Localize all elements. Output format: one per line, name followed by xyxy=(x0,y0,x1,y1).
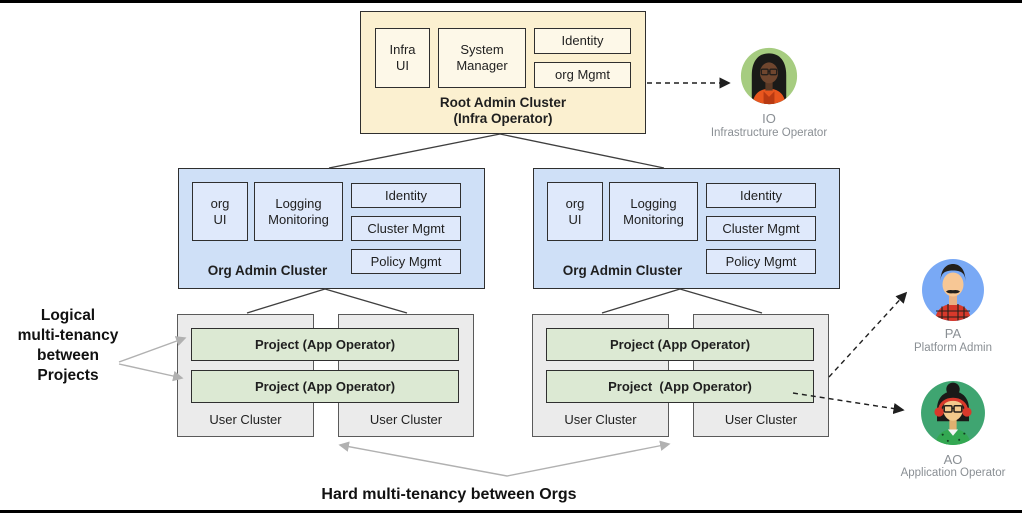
org-admin-cluster-box-right: org UI Logging Monitoring Identity Clust… xyxy=(533,168,840,289)
identity-chip: Identity xyxy=(534,28,631,54)
ao-initials: AO xyxy=(943,452,963,467)
root-admin-cluster-box: Infra UI System Manager Identity org Mgm… xyxy=(360,11,646,134)
connector-right-org-to-user-b xyxy=(679,288,763,314)
ao-avatar xyxy=(920,380,986,446)
connector-root-to-left-org xyxy=(328,133,501,169)
user-cluster-group-left: User Cluster User Cluster Project (App O… xyxy=(177,314,474,437)
pa-avatar-icon xyxy=(922,259,984,321)
infra-ui-chip: Infra UI xyxy=(375,28,430,88)
org-admin-cluster-title: Org Admin Cluster xyxy=(562,263,683,278)
user-cluster-group-right: User Cluster User Cluster Project (App O… xyxy=(532,314,829,437)
hard-multi-tenancy-note: Hard multi-tenancy between Orgs xyxy=(321,486,577,503)
project-bar: Project (App Operator) xyxy=(191,370,459,403)
identity-chip: Identity xyxy=(351,183,461,208)
connector-left-org-to-user-b xyxy=(324,288,408,314)
pa-initials: PA xyxy=(944,326,962,341)
bottom-border-bar xyxy=(0,510,1022,513)
identity-chip: Identity xyxy=(706,183,816,208)
user-cluster-label: User Cluster xyxy=(369,412,443,427)
pa-role: Platform Admin xyxy=(914,342,992,354)
top-border-bar xyxy=(0,0,1022,3)
connector-root-to-right-org xyxy=(499,133,665,169)
project-bar: Project (App Operator) xyxy=(191,328,459,361)
ao-role: Application Operator xyxy=(900,467,1006,479)
logical-multi-tenancy-note: Logical multi-tenancy between Projects xyxy=(17,307,119,384)
cluster-mgmt-chip: Cluster Mgmt xyxy=(351,216,461,241)
org-ui-chip: org UI xyxy=(547,182,603,241)
io-avatar xyxy=(740,47,798,105)
org-admin-cluster-box-left: org UI Logging Monitoring Identity Clust… xyxy=(178,168,485,289)
io-avatar-icon xyxy=(740,47,798,105)
arrow-hard-tenancy-between-orgs xyxy=(338,440,671,477)
user-cluster-label: User Cluster xyxy=(564,412,637,427)
system-manager-chip: System Manager xyxy=(438,28,526,88)
pa-avatar xyxy=(921,258,985,322)
org-mgmt-chip: org Mgmt xyxy=(534,62,631,88)
io-role: Infrastructure Operator xyxy=(710,127,828,139)
root-admin-cluster-title: Root Admin Cluster (Infra Operator) xyxy=(439,95,567,126)
policy-mgmt-chip: Policy Mgmt xyxy=(351,249,461,274)
user-cluster-label: User Cluster xyxy=(209,412,282,427)
connector-left-org-to-user-a xyxy=(246,288,326,314)
org-admin-cluster-title: Org Admin Cluster xyxy=(207,263,328,278)
project-bar: Project (App Operator) xyxy=(546,370,814,403)
policy-mgmt-chip: Policy Mgmt xyxy=(706,249,816,274)
logging-monitoring-chip: Logging Monitoring xyxy=(254,182,343,241)
cluster-mgmt-chip: Cluster Mgmt xyxy=(706,216,816,241)
io-initials: IO xyxy=(762,111,776,126)
org-ui-chip: org UI xyxy=(192,182,248,241)
user-cluster-label: User Cluster xyxy=(724,412,798,427)
ao-avatar-icon xyxy=(921,381,985,445)
project-bar: Project (App Operator) xyxy=(546,328,814,361)
logging-monitoring-chip: Logging Monitoring xyxy=(609,182,698,241)
connector-right-org-to-user-a xyxy=(601,288,681,314)
